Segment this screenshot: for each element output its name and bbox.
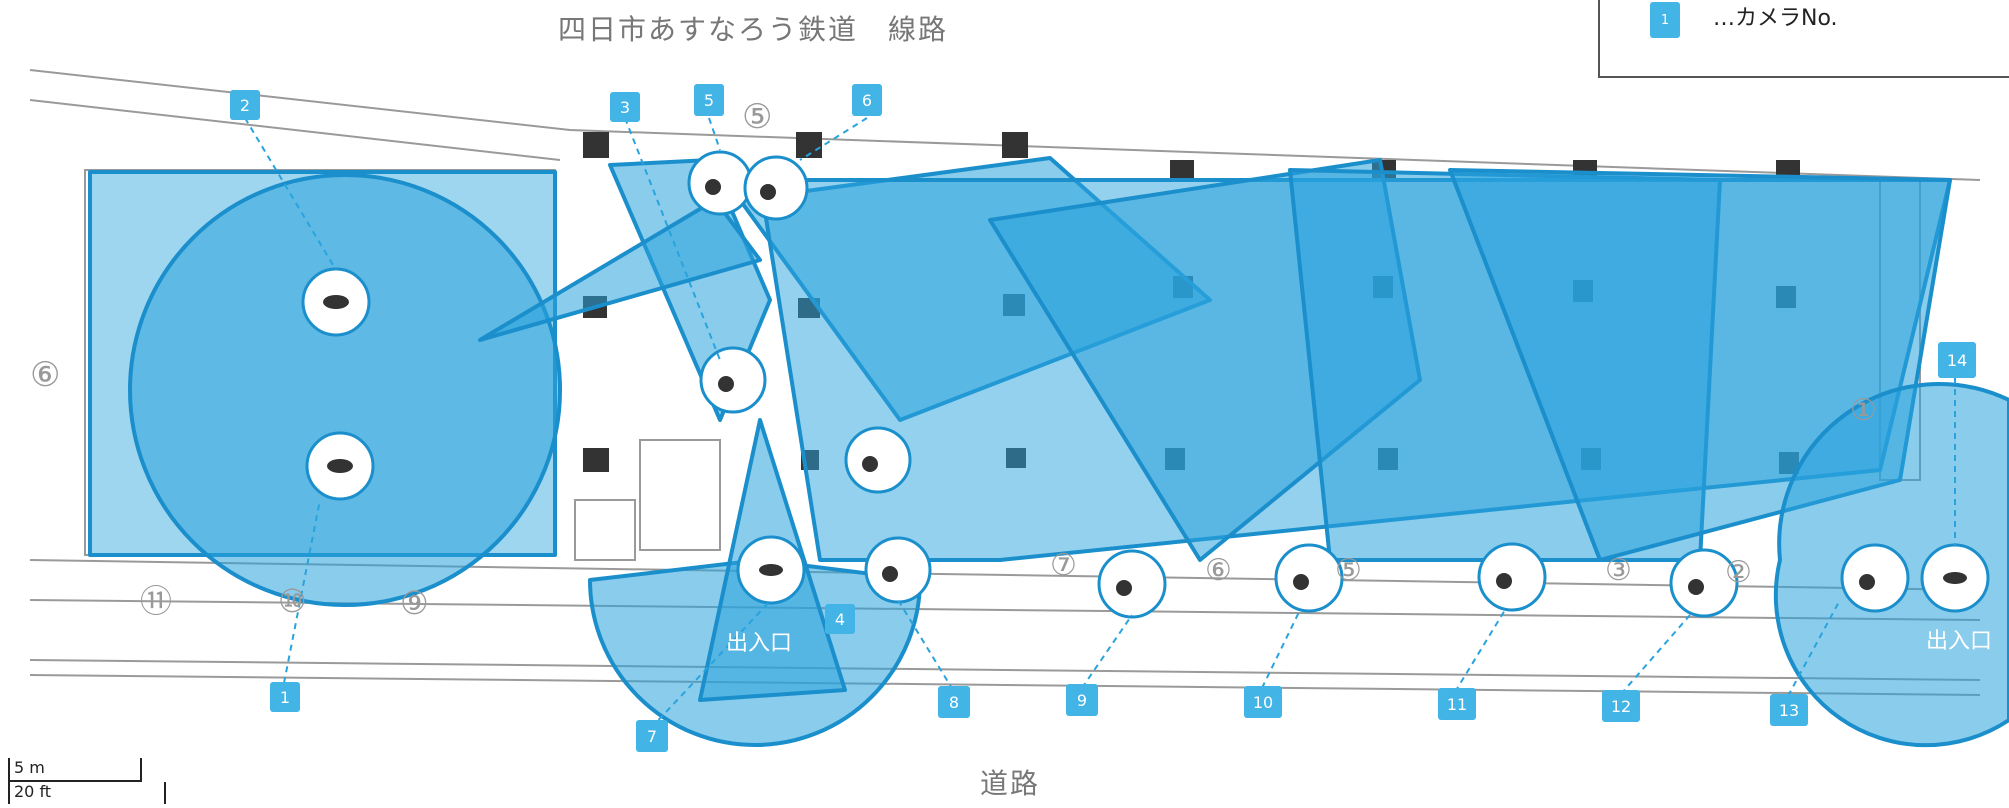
coverage-areas bbox=[88, 156, 2009, 748]
camera-badge-11-label: 11 bbox=[1447, 695, 1467, 714]
camera-badges: 1 2 3 4 5 6 7 8 9 10 11 12 13 14 bbox=[230, 84, 1976, 752]
legend-badge: 1 bbox=[1650, 2, 1680, 38]
legend: 1 …カメラNo. bbox=[1598, 0, 2009, 78]
title-road: 道路 bbox=[980, 767, 1041, 800]
camera-badge-2-label: 2 bbox=[240, 96, 250, 115]
title-railway: 四日市あすなろう鉄道 線路 bbox=[558, 13, 949, 46]
map-label-stall9: ⑨ bbox=[400, 584, 429, 622]
camera-badge-13: 13 bbox=[1770, 694, 1808, 726]
camera-badge-9-label: 9 bbox=[1077, 691, 1087, 710]
camera-icons bbox=[301, 150, 1990, 619]
camera-badge-9: 9 bbox=[1066, 684, 1098, 716]
bullet-camera-icon-3 bbox=[699, 346, 767, 414]
camera-badge-14: 14 bbox=[1938, 342, 1976, 378]
camera-badge-5-label: 5 bbox=[704, 91, 714, 110]
map-label-stall2: ② bbox=[1725, 555, 1752, 590]
camera-badge-12-label: 12 bbox=[1611, 697, 1631, 716]
legend-text: …カメラNo. bbox=[1713, 6, 1838, 31]
camera-badge-14-label: 14 bbox=[1947, 351, 1967, 370]
camera-badge-12: 12 bbox=[1602, 690, 1640, 722]
camera-badge-2: 2 bbox=[230, 90, 260, 120]
map-label-entrance-left: 出入口 bbox=[726, 631, 792, 656]
bullet-camera-icon-12 bbox=[1669, 548, 1739, 618]
camera-badge-7: 7 bbox=[636, 720, 668, 752]
camera-badge-1-label: 1 bbox=[280, 688, 290, 707]
leader-lines bbox=[244, 117, 1956, 729]
camera-badge-8: 8 bbox=[938, 686, 970, 718]
coverage-area-5 bbox=[478, 198, 762, 342]
camera-badge-10: 10 bbox=[1244, 686, 1282, 718]
camera-badge-3-label: 3 bbox=[620, 98, 630, 117]
map-label-stall5: ⑤ bbox=[1335, 553, 1362, 588]
map-label-stall7: ⑦ bbox=[1050, 548, 1077, 583]
bullet-camera-icon-9 bbox=[1097, 549, 1167, 619]
map-label-stall1: ① bbox=[1850, 393, 1877, 428]
dome-camera-icon-1 bbox=[301, 267, 371, 337]
camera-badge-4: 4 bbox=[825, 604, 855, 634]
dome-camera-icon-14 bbox=[1920, 543, 1990, 613]
camera-badge-8-label: 8 bbox=[949, 693, 959, 712]
bullet-camera-icon-11 bbox=[1477, 542, 1547, 612]
map-labels: ⑤ ⑥ ⑪ ⑩ ⑨ ⑦ ⑥ ⑤ ③ ② ① 出入口 出入口 bbox=[30, 97, 1992, 656]
camera-badge-1: 1 bbox=[270, 682, 300, 712]
bullet-camera-icon-8 bbox=[844, 426, 912, 494]
camera-badge-7-label: 7 bbox=[647, 727, 657, 746]
camera-badge-4-label: 4 bbox=[835, 610, 845, 629]
camera-badge-5: 5 bbox=[694, 84, 724, 116]
scale-feet: 20 ft bbox=[8, 782, 166, 804]
map-label-platform6: ⑥ bbox=[30, 355, 60, 395]
map-label-platform5: ⑤ bbox=[742, 97, 772, 137]
bullet-camera-icon-13 bbox=[1840, 543, 1910, 613]
camera-badge-10-label: 10 bbox=[1253, 693, 1273, 712]
dome-camera-icon-7 bbox=[736, 535, 806, 605]
map-label-entrance-right: 出入口 bbox=[1926, 629, 1992, 654]
map-label-stall3: ③ bbox=[1605, 553, 1632, 588]
camera-badge-13-label: 13 bbox=[1779, 701, 1799, 720]
bullet-camera-icon-10 bbox=[1274, 543, 1344, 613]
bullet-camera-icon-4 bbox=[864, 536, 932, 604]
camera-badge-6-label: 6 bbox=[862, 91, 872, 110]
scale-feet-label: 20 ft bbox=[14, 782, 52, 801]
camera-badge-3: 3 bbox=[610, 92, 640, 122]
bullet-camera-icon-5 bbox=[687, 150, 753, 216]
map-label-stall10: ⑩ bbox=[278, 582, 307, 620]
scale-meters: 5 m bbox=[8, 758, 142, 782]
map-label-stall6: ⑥ bbox=[1205, 553, 1232, 588]
map-label-stall11: ⑪ bbox=[140, 582, 172, 620]
scale-bar: 5 m 20 ft bbox=[8, 758, 166, 804]
coverage-circle-1 bbox=[128, 173, 562, 607]
scale-meters-label: 5 m bbox=[14, 758, 45, 777]
camera-badge-11: 11 bbox=[1438, 688, 1476, 720]
bullet-camera-icon-6 bbox=[743, 155, 809, 221]
dome-camera-icon-2 bbox=[305, 431, 375, 501]
camera-badge-6: 6 bbox=[852, 84, 882, 116]
